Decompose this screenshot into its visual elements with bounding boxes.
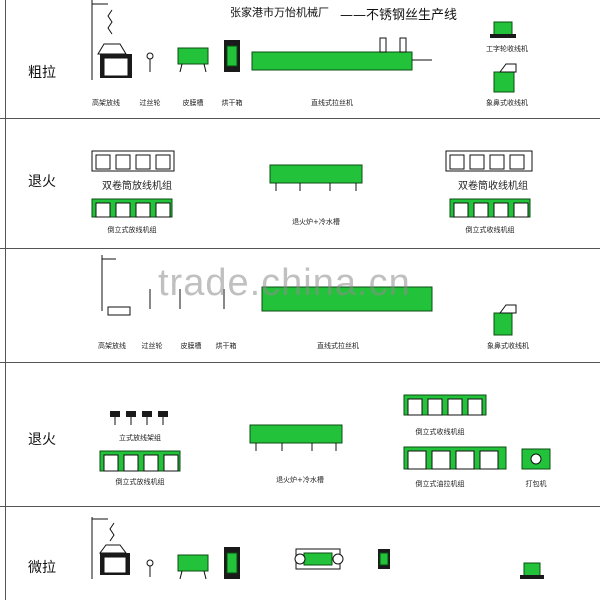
label-vertical-payoff: 倒立式放线机组 — [107, 226, 157, 234]
label-high-payoff: 高架放线 — [92, 99, 120, 107]
stage-5-machines — [91, 517, 544, 580]
label-i-wheel-take-up: 工字轮收线机 — [486, 45, 528, 53]
label-dryer: 烘干箱 — [221, 99, 243, 107]
label-vertical-takeup: 倒立式收线机组 — [415, 428, 465, 436]
small-take-up — [378, 549, 390, 569]
stage-2-machines — [91, 150, 533, 218]
row-left-rule — [5, 507, 6, 600]
fine-drawing-machine — [294, 548, 344, 570]
label-elephant-take-up: 象鼻式收线机 — [487, 342, 529, 350]
double-spool-takeup-group-right — [445, 150, 533, 172]
straight-drawing-machine — [251, 37, 432, 71]
label-dryer: 烘干箱 — [215, 342, 237, 350]
stage-label: 微拉 — [28, 560, 56, 576]
label-vertical-takeup: 倒立式收线机组 — [465, 226, 515, 234]
guide-wheel — [146, 559, 154, 577]
label-vertical-payoff: 倒立式放线机组 — [115, 478, 165, 486]
label-drawing-machine: 直线式拉丝机 — [317, 342, 359, 350]
dryer-box — [224, 40, 240, 72]
guide-wheel — [146, 52, 154, 72]
row-left-rule — [5, 249, 6, 362]
dryer-box — [224, 547, 240, 579]
watermark: trade.china.cn — [158, 262, 411, 304]
vertical-oil-drawing-group — [403, 446, 507, 470]
label-double-spool-payoff: 双卷筒放线机组 — [102, 181, 172, 192]
label-elephant-take-up: 象鼻式收线机 — [486, 99, 528, 107]
company-name: 张家港市万怡机械厂 — [230, 6, 329, 19]
stage-label: 退火 — [28, 432, 56, 448]
label-guide-wheel: 过丝轮 — [141, 342, 163, 350]
label-packing-machine: 打包机 — [525, 480, 547, 488]
stage-4-machines — [99, 394, 551, 472]
packing-machine — [521, 448, 551, 470]
high-payoff-machine — [91, 517, 130, 579]
vertical-takeup-group-right — [449, 198, 531, 218]
i-wheel-take-up — [520, 562, 544, 579]
high-payoff-machine — [91, 0, 132, 80]
stage-row-annealing-1: 退火 — [0, 118, 600, 248]
elephant-take-up — [493, 304, 517, 336]
soap-tank — [177, 554, 209, 580]
label-annealing-furnace: 退火炉+冷水槽 — [292, 218, 340, 226]
annealing-furnace — [269, 164, 363, 191]
line-title: ——不锈钢丝生产线 — [340, 8, 458, 23]
label-vertical-payoff-stand: 立式放线架组 — [119, 434, 161, 442]
label-soap-tank: 皮膜槽 — [180, 342, 202, 350]
label-double-spool-takeup: 双卷筒收线机组 — [458, 181, 528, 192]
stage-row-rough-drawing: 粗拉 张家港市万怡机械厂 ——不锈钢丝生产线 — [0, 0, 600, 118]
double-spool-payoff-group-left — [91, 150, 175, 172]
straight-drawing-machine — [261, 286, 433, 312]
row-left-rule — [5, 119, 6, 248]
vertical-payoff-group-left — [91, 198, 173, 218]
label-annealing-furnace: 退火炉+冷水槽 — [276, 476, 324, 484]
label-high-payoff: 高架放线 — [98, 342, 126, 350]
label-guide-wheel: 过丝轮 — [139, 99, 161, 107]
stage-1-machines — [91, 0, 517, 93]
stage-row-medium-drawing: 高架放线 过丝轮 皮膜槽 烘干箱 直线式拉丝机 象鼻式收线机 — [0, 248, 600, 362]
label-vertical-oil-drawing: 倒立式油拉机组 — [415, 480, 465, 488]
vertical-payoff-stand-group — [110, 411, 168, 425]
soap-tank — [177, 47, 209, 73]
label-drawing-machine: 直线式拉丝机 — [311, 99, 353, 107]
stage-row-fine-drawing: 微拉 — [0, 506, 600, 600]
stage-label: 退火 — [28, 174, 56, 190]
high-payoff-machine — [101, 255, 131, 316]
row-left-rule — [5, 363, 6, 506]
label-soap-tank: 皮膜槽 — [182, 99, 204, 107]
elephant-take-up — [493, 63, 517, 93]
vertical-payoff-group — [99, 450, 181, 472]
vertical-takeup-group — [403, 394, 487, 416]
stage-label: 粗拉 — [28, 65, 56, 81]
annealing-furnace — [249, 424, 343, 451]
stage-3-machines — [101, 255, 517, 336]
stage-row-annealing-2: 退火 — [0, 362, 600, 506]
row-left-rule — [5, 0, 6, 118]
i-wheel-take-up — [490, 21, 516, 38]
